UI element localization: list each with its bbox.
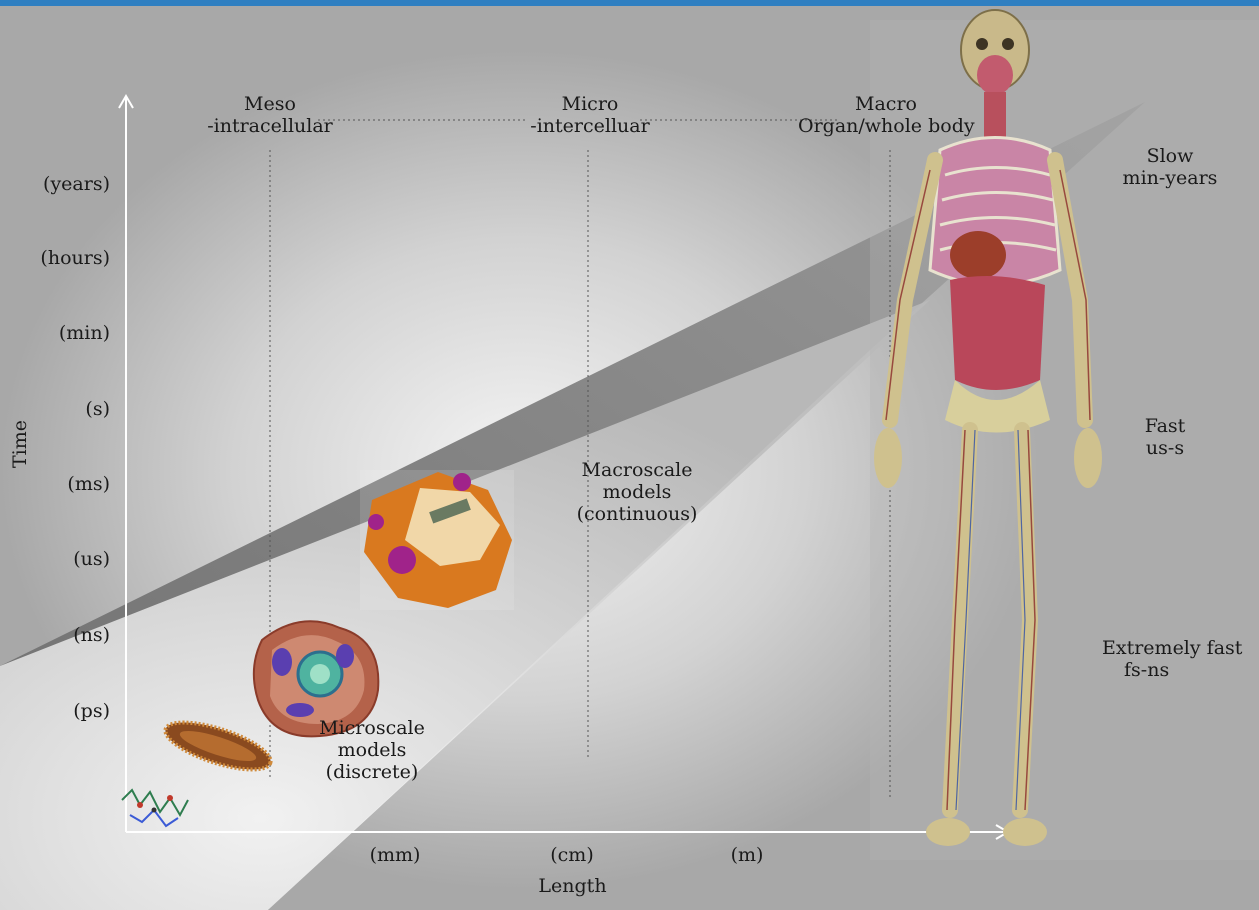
micro-label: Micro -intercelluar [520, 94, 660, 138]
macroscale-models-label: Macroscale models (continuous) [572, 460, 702, 526]
meso-title: Meso [205, 94, 335, 116]
length-tick-cm: (cm) [527, 845, 617, 867]
meso-label: Meso -intracellular [205, 94, 335, 138]
speed-slow: Slow min-years [1120, 146, 1220, 190]
length-axis-label: Length [520, 876, 625, 898]
speed-extremely-fast-range: fs-ns [1102, 660, 1252, 682]
macro-subtitle: Organ/whole body [798, 116, 974, 138]
speed-slow-range: min-years [1120, 168, 1220, 190]
speed-fast-range: us-s [1130, 438, 1200, 460]
time-tick-hours: (hours) [20, 248, 110, 270]
time-tick-ps: (ps) [20, 701, 110, 723]
micro-subtitle: -intercelluar [520, 116, 660, 138]
speed-extremely-fast: Extremely fast fs-ns [1102, 638, 1252, 682]
length-tick-mm: (mm) [350, 845, 440, 867]
time-tick-years: (years) [20, 174, 110, 196]
microscale-line2: models [312, 740, 432, 762]
microscale-models-label: Microscale models (discrete) [312, 718, 432, 784]
macroscale-line1: Macroscale [572, 460, 702, 482]
micro-title: Micro [520, 94, 660, 116]
time-axis-label: Time [10, 408, 32, 468]
speed-slow-title: Slow [1120, 146, 1220, 168]
macroscale-line2: models [572, 482, 702, 504]
meso-subtitle: -intracellular [205, 116, 335, 138]
time-tick-min: (min) [20, 323, 110, 345]
macroscale-line3: (continuous) [572, 504, 702, 526]
microscale-line1: Microscale [312, 718, 432, 740]
time-tick-s: (s) [20, 399, 110, 421]
time-tick-ms: (ms) [20, 474, 110, 496]
time-tick-ns: (ns) [20, 625, 110, 647]
macro-label: Macro Organ/whole body [798, 94, 974, 138]
time-tick-us: (us) [20, 549, 110, 571]
length-tick-m: (m) [702, 845, 792, 867]
membrane-cluster-icon [360, 470, 514, 610]
speed-fast: Fast us-s [1130, 416, 1200, 460]
speed-extremely-fast-title: Extremely fast [1102, 638, 1252, 660]
microscale-line3: (discrete) [312, 762, 432, 784]
macro-title: Macro [798, 94, 974, 116]
speed-fast-title: Fast [1130, 416, 1200, 438]
